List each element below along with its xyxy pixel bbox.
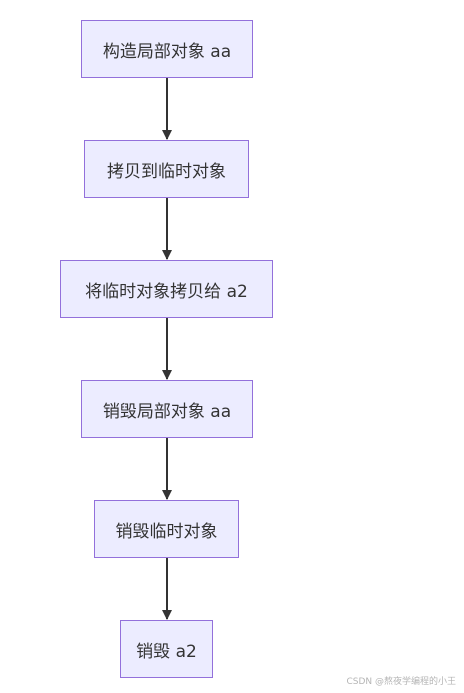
node-label: 销毁临时对象 bbox=[115, 521, 218, 542]
node-destroy-a2: 销毁 a2 bbox=[120, 620, 213, 678]
watermark: CSDN @熬夜学编程的小王 bbox=[346, 677, 456, 687]
node-copy-to-temp-object: 拷贝到临时对象 bbox=[84, 140, 249, 198]
node-label: 销毁局部对象 aa bbox=[102, 401, 232, 422]
node-copy-temp-object-to-a2: 将临时对象拷贝给 a2 bbox=[60, 260, 273, 318]
node-label: 构造局部对象 aa bbox=[102, 41, 232, 62]
node-construct-local-object-aa: 构造局部对象 aa bbox=[81, 20, 253, 78]
node-label: 销毁 a2 bbox=[136, 641, 197, 662]
node-destroy-temp-object: 销毁临时对象 bbox=[94, 500, 239, 558]
node-label: 将临时对象拷贝给 a2 bbox=[85, 281, 248, 302]
node-label: 拷贝到临时对象 bbox=[107, 161, 226, 182]
node-destroy-local-object-aa: 销毁局部对象 aa bbox=[81, 380, 253, 438]
